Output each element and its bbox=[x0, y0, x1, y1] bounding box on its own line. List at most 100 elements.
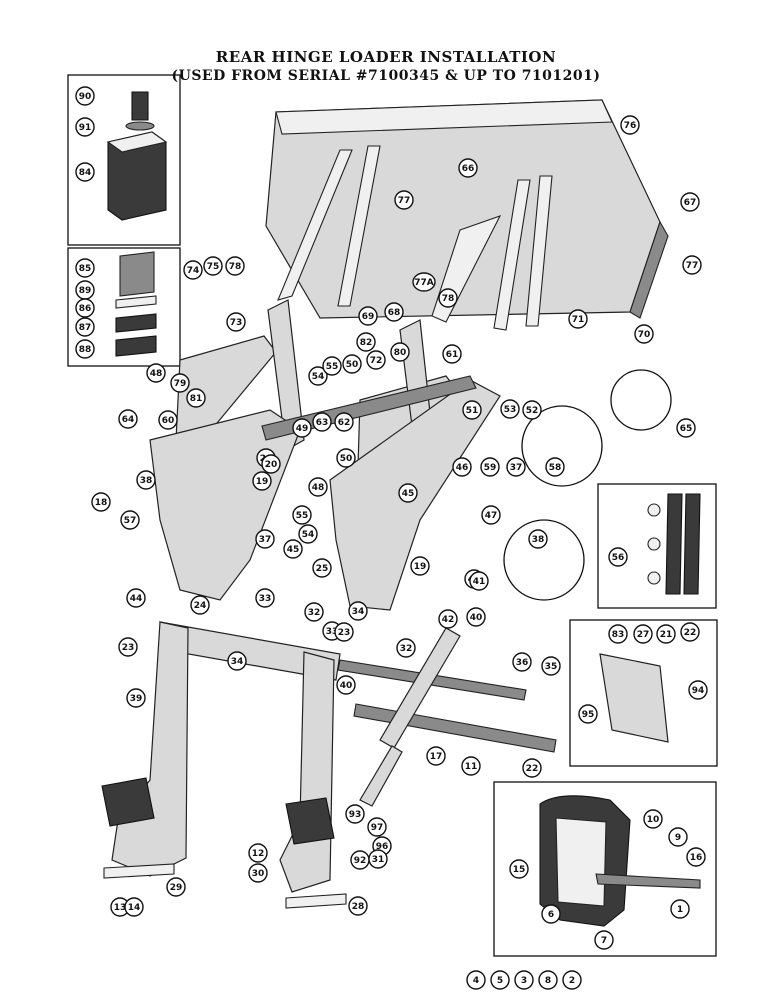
callout-bubble bbox=[75, 117, 95, 137]
callout-bubble bbox=[120, 510, 140, 530]
callout-label: 3 bbox=[521, 976, 527, 986]
callout-bubble bbox=[367, 817, 387, 837]
callout-label: 53 bbox=[504, 405, 517, 415]
callout-label: 27 bbox=[637, 630, 650, 640]
callout-57: 57 bbox=[120, 510, 140, 530]
callout-label: 42 bbox=[442, 615, 455, 625]
callout-label: 41 bbox=[473, 577, 486, 587]
callout-bubble bbox=[308, 477, 328, 497]
reservoir-group bbox=[106, 91, 168, 221]
callout-9: 9 bbox=[668, 827, 688, 847]
callout-label: 71 bbox=[572, 315, 585, 325]
callout-27: 27 bbox=[633, 624, 653, 644]
callout-label: 97 bbox=[371, 823, 384, 833]
callout-bubble bbox=[348, 896, 368, 916]
callout-label: 12 bbox=[252, 849, 265, 859]
callout-label: 49 bbox=[296, 424, 309, 434]
left-bracket-arm-2 bbox=[337, 145, 381, 307]
callout-46: 46 bbox=[452, 457, 472, 477]
callout-bubble bbox=[118, 409, 138, 429]
callout-label: 83 bbox=[612, 630, 625, 640]
callout-25: 25 bbox=[312, 558, 332, 578]
callout-11: 11 bbox=[461, 756, 481, 776]
callout-bubble bbox=[183, 260, 203, 280]
callout-bubble bbox=[688, 680, 708, 700]
callout-5: 5 bbox=[490, 970, 510, 990]
callout-label: 8 bbox=[545, 976, 551, 986]
callout-39: 39 bbox=[126, 688, 146, 708]
callout-32: 32 bbox=[304, 602, 324, 622]
callout-label: 5 bbox=[497, 976, 503, 986]
callout-bubble bbox=[509, 859, 529, 879]
callout-bubble bbox=[398, 483, 418, 503]
callout-bubble bbox=[634, 324, 654, 344]
callout-bubble bbox=[342, 354, 362, 374]
diagram-title: REAR HINGE LOADER INSTALLATION bbox=[215, 48, 557, 66]
callout-label: 58 bbox=[549, 463, 562, 473]
callout-bubble bbox=[336, 675, 356, 695]
gasket bbox=[125, 121, 155, 131]
callout-91: 91 bbox=[75, 117, 95, 137]
callout-bubble bbox=[442, 344, 462, 364]
callout-51: 51 bbox=[462, 400, 482, 420]
callout-label: 48 bbox=[150, 369, 163, 379]
callout-63: 63 bbox=[312, 412, 332, 432]
callout-37: 37 bbox=[255, 529, 275, 549]
inset-box-tank bbox=[67, 74, 181, 246]
inset-box-filter bbox=[67, 247, 181, 367]
callout-label: 25 bbox=[316, 564, 329, 574]
callout-label: 73 bbox=[230, 318, 243, 328]
callout-18: 18 bbox=[91, 492, 111, 512]
callout-bubble bbox=[226, 312, 246, 332]
callout-label: 6 bbox=[548, 910, 554, 920]
callout-bubble bbox=[366, 350, 386, 370]
callout-bubble bbox=[356, 332, 376, 352]
callout-bubble bbox=[255, 588, 275, 608]
callout-24: 24 bbox=[190, 595, 210, 615]
inset-box-guard bbox=[493, 781, 717, 957]
callout-label: 72 bbox=[370, 356, 383, 366]
callout-label: 18 bbox=[95, 498, 108, 508]
callout-bubble bbox=[75, 86, 95, 106]
callout-bubble bbox=[348, 601, 368, 621]
filter-group bbox=[115, 251, 157, 357]
callout-bubble bbox=[358, 306, 378, 326]
callout-bubble bbox=[75, 339, 95, 359]
callout-bubble bbox=[410, 556, 430, 576]
callout-66: 66 bbox=[458, 158, 478, 178]
callout-bubble bbox=[91, 492, 111, 512]
chain-link-b bbox=[683, 493, 701, 595]
callout-bubble bbox=[466, 607, 486, 627]
callout-bubble bbox=[146, 363, 166, 383]
callout-78: 78 bbox=[438, 288, 458, 308]
callout-label: 89 bbox=[79, 286, 92, 296]
callout-label: 74 bbox=[187, 266, 200, 276]
callout-77: 77 bbox=[394, 190, 414, 210]
callout-label: 17 bbox=[430, 752, 443, 762]
callout-97: 97 bbox=[367, 817, 387, 837]
callout-bubble bbox=[190, 595, 210, 615]
callout-label: 23 bbox=[338, 628, 351, 638]
callout-56: 56 bbox=[608, 547, 628, 567]
callout-15: 15 bbox=[509, 859, 529, 879]
callout-69: 69 bbox=[358, 306, 378, 326]
mounting-frame bbox=[101, 621, 347, 909]
callout-1: 1 bbox=[670, 899, 690, 919]
callout-label: 68 bbox=[388, 308, 401, 318]
callout-label: 62 bbox=[338, 418, 351, 428]
callout-label: 19 bbox=[256, 477, 269, 487]
callout-bubble bbox=[312, 412, 332, 432]
callout-bubble bbox=[608, 624, 628, 644]
cover-plate bbox=[599, 653, 669, 743]
callout-label: 15 bbox=[513, 865, 526, 875]
callout-bubble bbox=[396, 638, 416, 658]
callout-label: 32 bbox=[400, 644, 413, 654]
callout-bubble bbox=[261, 454, 281, 474]
callout-bubble bbox=[670, 899, 690, 919]
callout-53: 53 bbox=[500, 399, 520, 419]
pin-a bbox=[647, 503, 661, 517]
callout-94: 94 bbox=[688, 680, 708, 700]
callout-bubble bbox=[426, 746, 446, 766]
callout-bubble bbox=[452, 457, 472, 477]
callout-label: 37 bbox=[259, 535, 272, 545]
